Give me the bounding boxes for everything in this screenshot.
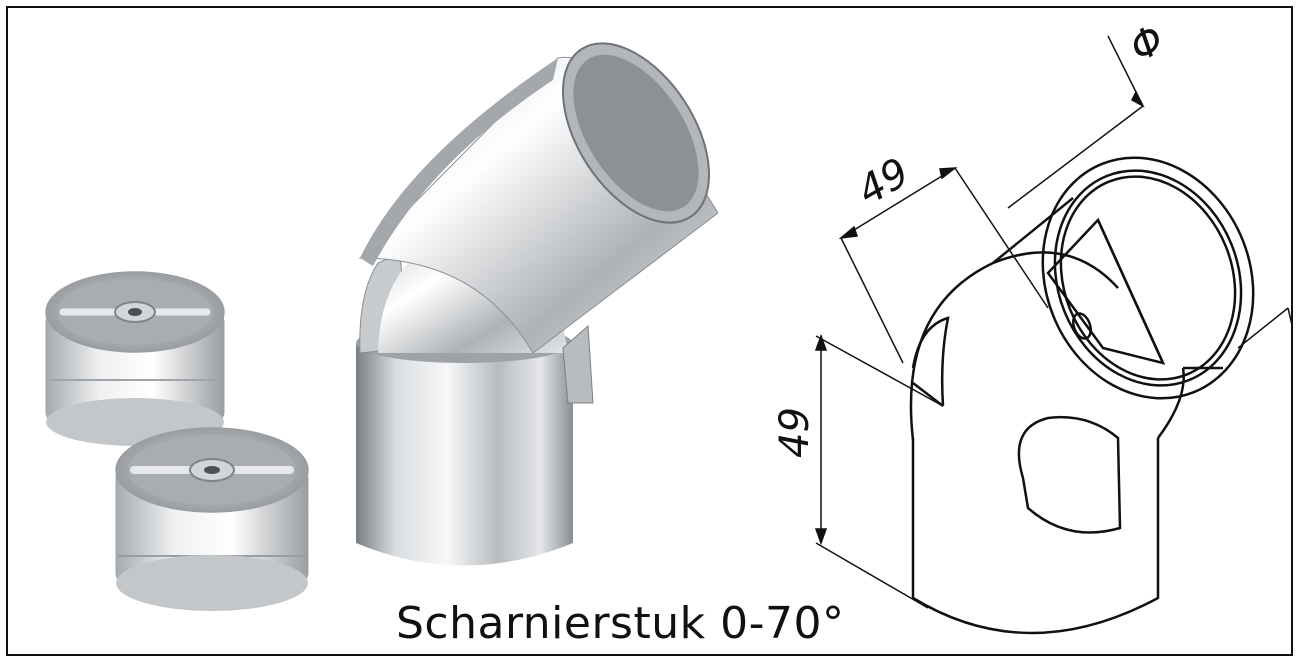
figure-frame: Φ 49 49 Scharnierstuk 0-70° [6,6,1293,656]
diameter-symbol: Φ [1122,16,1172,72]
dimension-lines [814,35,1291,609]
technical-drawing [909,156,1255,635]
product-illustration: Φ 49 49 [45,16,1291,635]
side-length-label: 49 [772,407,818,458]
end-cap-back [45,271,225,446]
end-cap-front [115,427,309,611]
product-caption: Scharnierstuk 0-70° [396,598,845,649]
top-length-label: 49 [850,149,917,214]
hinge-elbow-photo [356,42,719,566]
